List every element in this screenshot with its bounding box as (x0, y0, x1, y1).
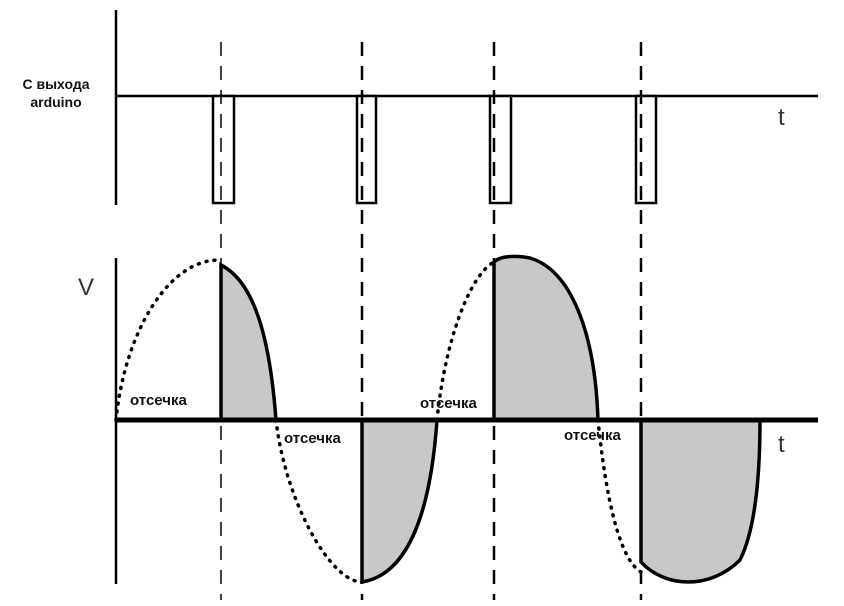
trigger-pulse-2 (355, 94, 378, 205)
bottom-time-axis-label: t (778, 431, 785, 458)
top-time-axis-label: t (778, 104, 785, 131)
signal-label-line1: С выхода (22, 76, 90, 92)
cutoff-label-2: отсечка (284, 430, 341, 447)
suppressed-wave-1 (114, 258, 223, 422)
trigger-pulse-1 (211, 94, 236, 205)
top-pulse-panel: t (114, 10, 818, 205)
cutoff-label-1: отсечка (130, 392, 187, 409)
suppressed-wave-4 (596, 418, 643, 574)
signal-label-top: С выхода arduino (8, 75, 104, 111)
cutoff-label-3: отсечка (420, 395, 477, 412)
trigger-pulse-4 (634, 94, 658, 205)
signal-label-line2: arduino (30, 94, 82, 110)
cutoff-label-4: отсечка (564, 427, 621, 444)
voltage-axis-label: V (78, 274, 94, 301)
conduction-region-1 (219, 262, 278, 422)
bottom-voltage-panel: V t отсечка отсечка отсечка отсечка (78, 254, 818, 585)
conduction-region-4 (639, 418, 762, 584)
conduction-region-2 (360, 418, 439, 585)
suppressed-wave-3 (435, 260, 496, 422)
conduction-region-3 (492, 254, 600, 422)
